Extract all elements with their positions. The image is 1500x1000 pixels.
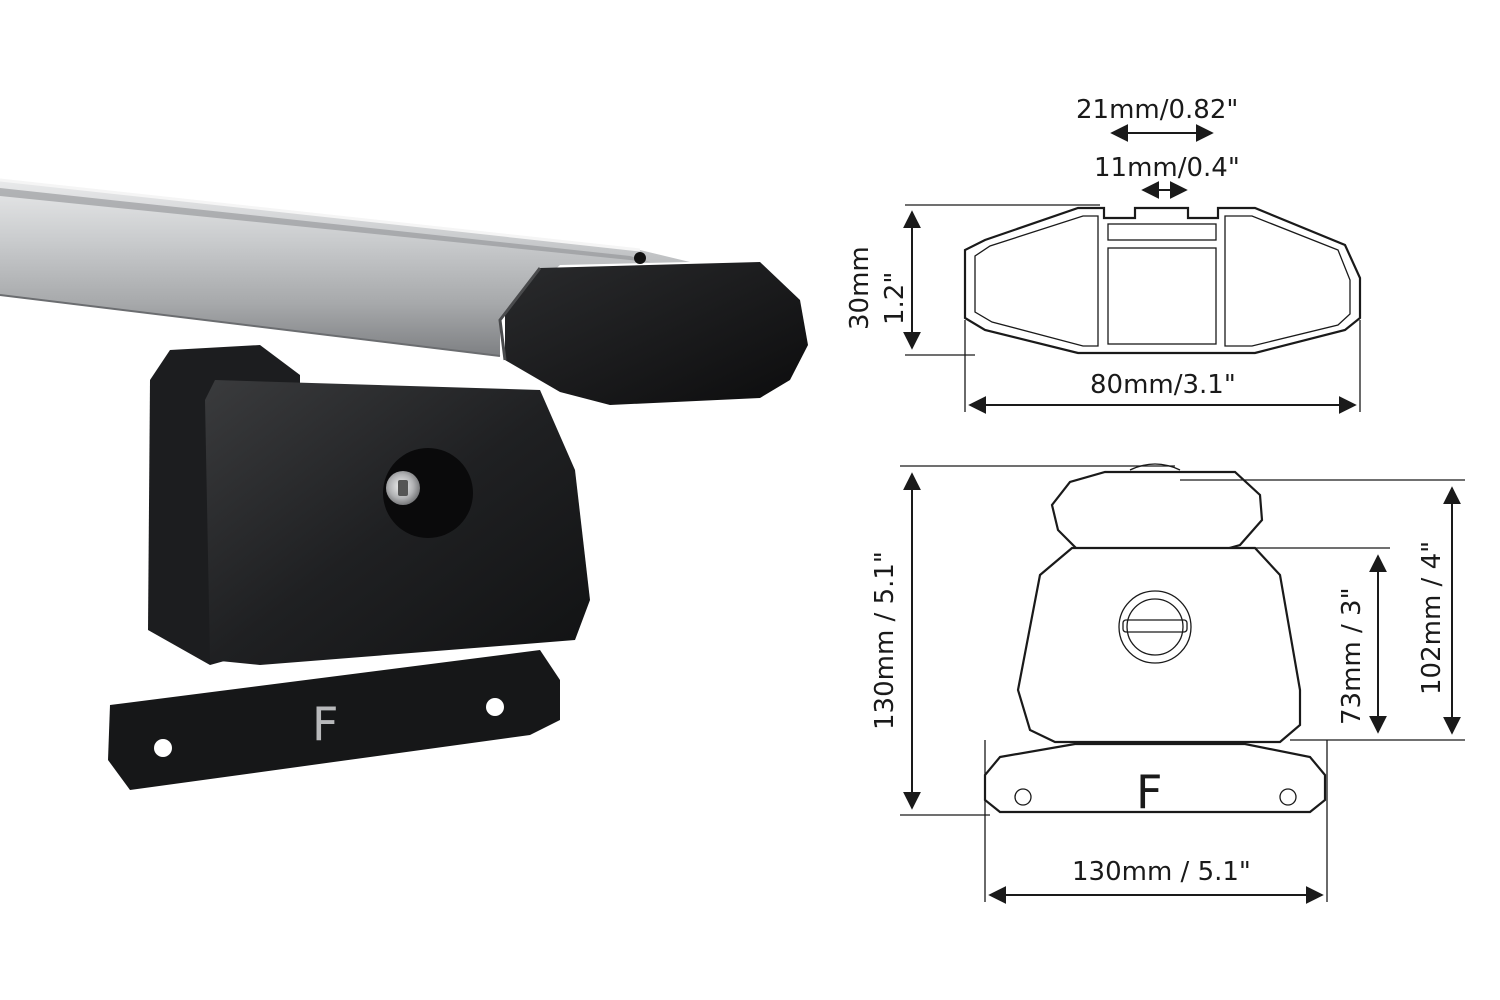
profile-diagram: 21mm/0.82" 11mm/0.4" 30mm 1.2" 80mm/3.1" [845,95,1362,414]
foot-body-height-label: 73mm / 3" [1337,587,1367,725]
profile-width-label: 80mm/3.1" [1090,370,1236,400]
foot-total-height-label: 130mm / 5.1" [870,551,900,730]
aluminium-bar [0,180,690,356]
plate-letter: F [312,697,338,751]
profile-height-in-label: 1.2" [880,272,910,325]
plate-hole-left [154,739,172,757]
groove-inner-width-label: 11mm/0.4" [1094,153,1240,183]
foot-diagram-lock-icon [1118,590,1192,664]
foot-diagram-body [1016,546,1302,744]
foot-diagram-plate-letter: F [1136,765,1162,819]
foot-diagram: F 130mm / 5.1" 130mm / 5.1" 73mm / 3" 10… [870,463,1465,904]
plate-hole-right [486,698,504,716]
lock-housing [383,448,473,538]
profile-outline [963,206,1362,355]
profile-inner [974,215,1099,347]
foot-diagram-hole-right [1279,788,1297,806]
end-cap [505,262,808,405]
foot-height-label: 102mm / 4" [1417,541,1447,695]
bar-top-channel [0,188,650,262]
profile-height-mm-label: 30mm [845,246,875,330]
base-plate [108,650,560,790]
product-render: F [0,178,808,790]
foot-base-width-label: 130mm / 5.1" [1072,857,1251,887]
groove-top-width-label: 21mm/0.82" [1076,95,1238,125]
foot-diagram-hole-left [1014,788,1032,806]
foot-diagram-cap [1050,470,1264,554]
